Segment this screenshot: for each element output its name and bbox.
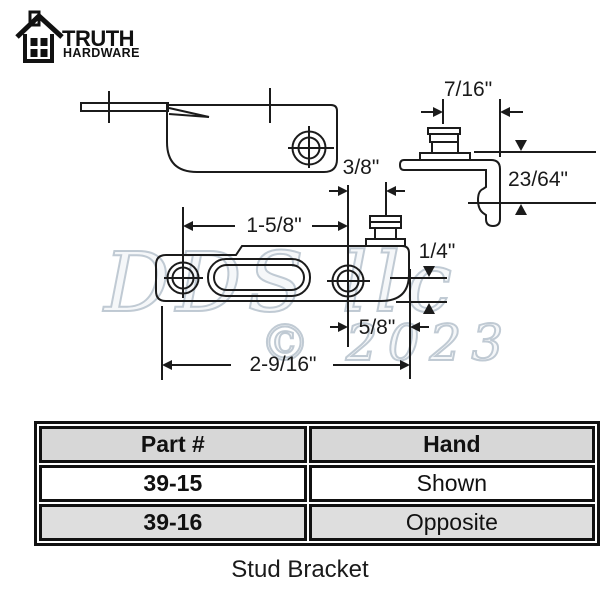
hand-value: Shown: [308, 465, 595, 502]
plate-view: [155, 182, 410, 302]
part-number: 39-16: [39, 504, 307, 541]
table-header-row: Part # Hand: [39, 426, 595, 463]
parts-table: Part # Hand 39-15 Shown 39-16 Opposite: [34, 421, 600, 546]
side-view: [80, 88, 338, 173]
dim-label-3-8: 3/8": [343, 156, 380, 179]
dim-2-9-16: 2-9/16": [161, 306, 410, 380]
dim-3-8: 3/8": [329, 156, 405, 347]
technical-drawing: 7/16" 23/64" 3/8": [80, 78, 596, 380]
slot-outer: [207, 258, 311, 297]
dim-label-7-16: 7/16": [444, 78, 492, 101]
truth-hardware-logo: [15, 10, 64, 63]
dim-label-23-64: 23/64": [508, 168, 568, 191]
table-row: 39-16 Opposite: [39, 504, 595, 541]
angle-bracket-body: [398, 159, 501, 228]
stud-body: [431, 141, 459, 154]
logo-house-body: [23, 34, 54, 63]
brand-subname: HARDWARE: [63, 46, 140, 60]
plate-stud-body: [374, 227, 397, 240]
brand-name: TRUTH: [62, 26, 135, 51]
side-view-tab: [80, 102, 169, 112]
dim-label-1-4: 1/4": [419, 240, 456, 263]
page-title: Stud Bracket: [231, 556, 369, 583]
col-header-part: Part #: [39, 426, 307, 463]
dim-7-16: 7/16": [421, 78, 523, 157]
logo-windows: [30, 38, 48, 57]
hand-value: Opposite: [308, 504, 595, 541]
dim-1-4: 1/4": [390, 240, 455, 314]
col-header-hand: Hand: [308, 426, 595, 463]
dim-23-64: 23/64": [468, 140, 596, 215]
slot-inner: [213, 264, 305, 291]
side-view-body: [166, 104, 338, 173]
dim-label-1-5-8: 1-5/8": [246, 214, 301, 237]
angle-bracket-view: [398, 127, 501, 228]
stud-flange: [419, 152, 471, 161]
dim-1-5-8: 1-5/8": [182, 207, 348, 298]
stud-cap-lower: [429, 133, 459, 143]
dim-5-8: 5/8": [330, 269, 429, 379]
table-row: 39-15 Shown: [39, 465, 595, 502]
part-number: 39-15: [39, 465, 307, 502]
dim-label-5-8: 5/8": [359, 316, 396, 339]
plate-outline: [155, 245, 410, 302]
dim-label-2-9-16: 2-9/16": [250, 353, 317, 376]
plate-stud-flange: [365, 238, 406, 247]
side-view-notch: [168, 113, 210, 118]
logo-roof: [15, 12, 64, 39]
